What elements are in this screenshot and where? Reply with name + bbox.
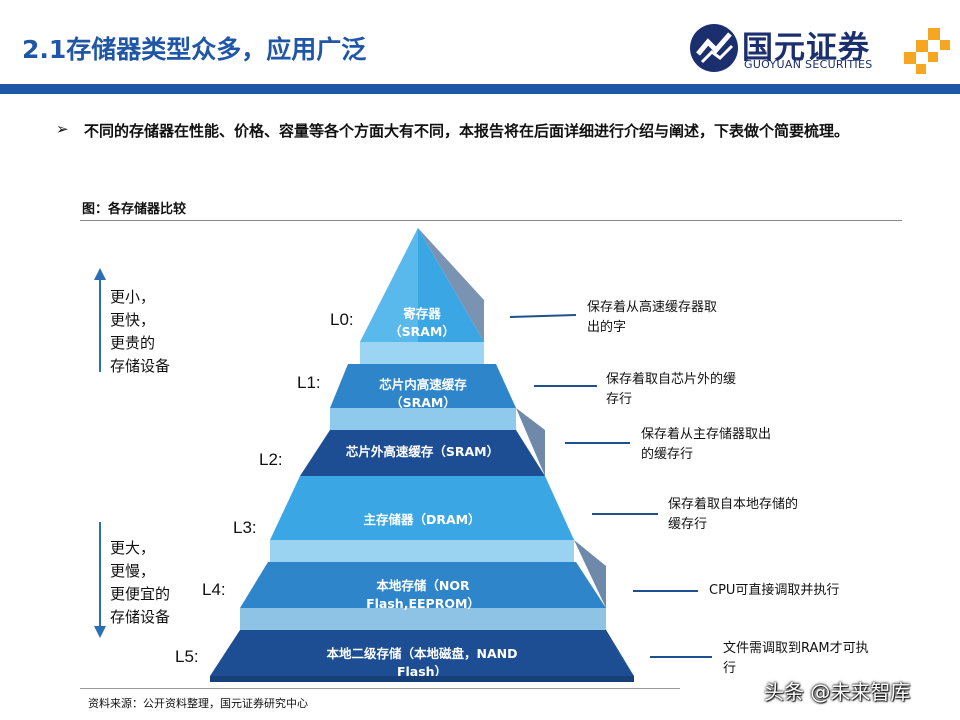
layer-l1-shape (330, 364, 516, 408)
layer-l2-label: 芯片外高速缓存（SRAM） (345, 444, 500, 459)
desc-l4: CPU可直接调取并执行 (709, 583, 840, 598)
layer-l4-label: 本地存储（NOR Flash,EEPROM） (366, 578, 480, 611)
intro-text: 不同的存储器在性能、价格、容量等各个方面大有不同，本报告将在后面详细进行介绍与阐… (84, 122, 850, 140)
desc-l1: 保存着取自芯片外的缓 存行 (606, 372, 737, 407)
down-arrow-icon (94, 522, 106, 638)
level-label-l2: L2: (259, 450, 283, 469)
level-label-l1: L1: (297, 373, 321, 392)
figure-caption: 图：各存储器比较 (82, 202, 187, 217)
layer-l1-label: 芯片内高速缓存 （SRAM） (379, 377, 467, 410)
desc-l3: 保存着取自本地存储的 缓存行 (668, 497, 799, 532)
level-label-l3: L3: (233, 518, 257, 537)
level-label-l5: L5: (175, 647, 199, 666)
note-cheaper-storage: 更大， 更慢， 更便宜的 存储设备 (110, 539, 171, 626)
header-bar (0, 84, 960, 94)
layer-l3-label: 主存储器（DRAM） (363, 512, 481, 527)
level-label-l0: L0: (330, 310, 354, 329)
desc-l5: 文件需调取到RAM才可执 行 (723, 641, 869, 676)
layer-l0-label: 寄存器 （SRAM） (389, 306, 455, 339)
page-title: 2.1存储器类型众多，应用广泛 (22, 35, 367, 64)
note-faster-storage: 更小， 更快， 更贵的 存储设备 (110, 288, 171, 375)
layer-l2-shape (300, 430, 545, 476)
guoyuan-logo-icon (690, 24, 950, 74)
desc-l2: 保存着从主存储器取出 的缓存行 (641, 427, 772, 462)
layer-l3-shape (270, 476, 574, 540)
layer-l5-shape (210, 630, 634, 676)
caption-divider (80, 220, 902, 221)
layer-l4-shape (240, 562, 606, 608)
connector-l0 (509, 314, 577, 318)
source-divider (80, 688, 680, 689)
level-label-l4: L4: (202, 580, 226, 599)
arrow-bullet-icon: ➢ (56, 120, 69, 138)
watermark: 头条 @未来智库 (764, 680, 911, 704)
up-arrow-icon (94, 268, 106, 372)
logo-name-cn: 国元证券 (742, 30, 870, 66)
logo-name-en: GUOYUAN SECURITIES (744, 58, 873, 71)
desc-l0: 保存着从高速缓存器取 出的字 (587, 300, 718, 335)
source-note: 资料来源：公开资料整理，国元证券研究中心 (88, 697, 308, 710)
layer-l5-label: 本地二级存储（本地磁盘，NAND Flash） (326, 646, 518, 676)
